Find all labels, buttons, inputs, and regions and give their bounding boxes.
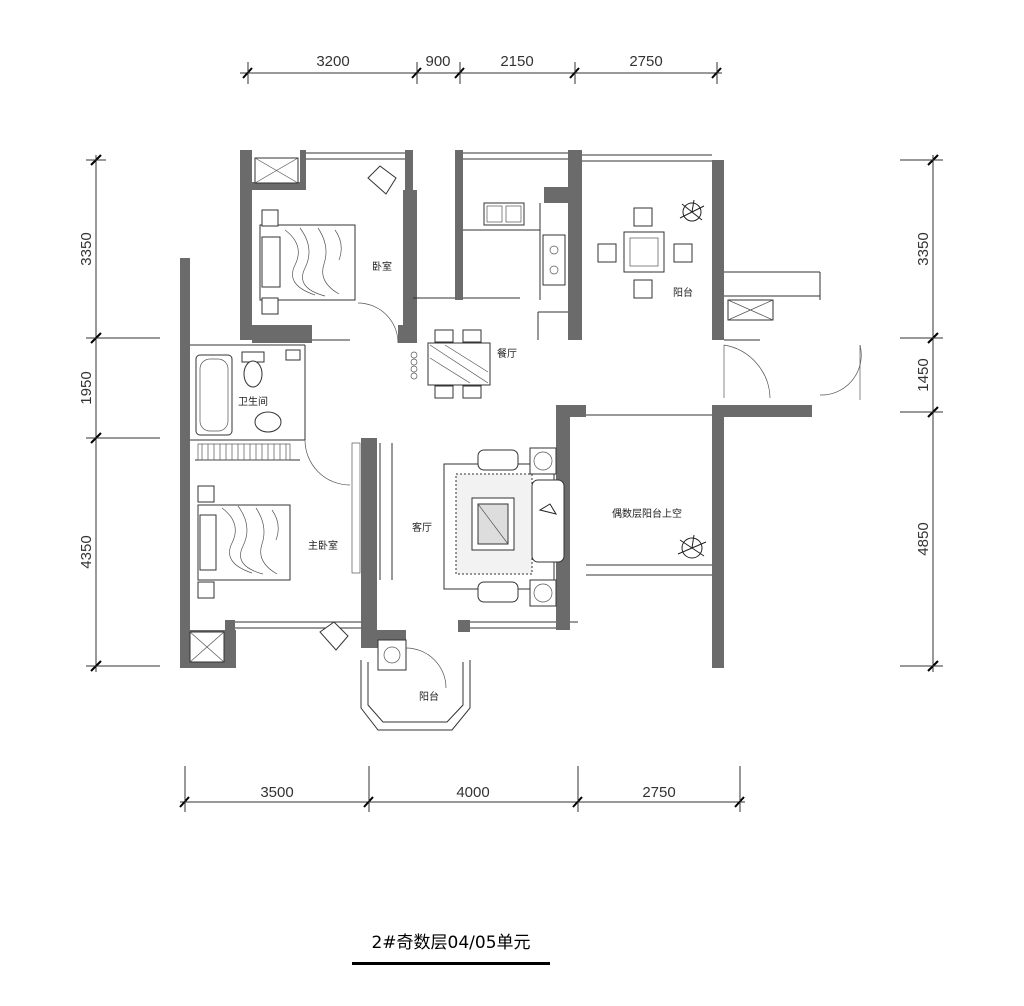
room-label-bathroom: 卫生间 <box>238 395 268 408</box>
caption-underline <box>352 962 550 965</box>
dim-bottom-3: 2750 <box>642 784 675 801</box>
master-bed-icon <box>197 485 291 599</box>
dimension-lines <box>86 62 943 812</box>
dim-bottom-2: 4000 <box>456 784 489 801</box>
dim-top-1: 3200 <box>316 53 349 70</box>
dim-bottom-1: 3500 <box>260 784 293 801</box>
dim-right-2: 1450 <box>915 358 932 391</box>
wardrobe-icon <box>197 443 291 461</box>
balcony-table-icon <box>597 207 693 299</box>
sofa-set-icon <box>443 447 565 607</box>
door-swings <box>304 302 862 689</box>
room-label-balcony-s: 阳台 <box>419 690 439 703</box>
room-label-bedroom: 卧室 <box>372 260 392 273</box>
cushion-icon <box>319 165 397 651</box>
dining-table-icon <box>410 329 491 399</box>
room-label-balcony-void: 偶数层阳台上空 <box>612 507 682 520</box>
washer-icon <box>377 639 407 671</box>
kitchen-fixtures <box>483 202 566 286</box>
room-label-living: 客厅 <box>412 521 432 534</box>
dim-left-3: 4350 <box>78 535 95 568</box>
dim-left-2: 1950 <box>78 371 95 404</box>
dim-right-3: 4850 <box>915 522 932 555</box>
cabinets <box>189 157 774 663</box>
room-label-balcony-ne: 阳台 <box>673 286 693 299</box>
room-label-master-bedroom: 主卧室 <box>308 539 338 552</box>
dim-top-3: 2150 <box>500 53 533 70</box>
dim-left-1: 3350 <box>78 232 95 265</box>
plan-caption: 2#奇数层04/05单元 <box>371 933 531 953</box>
bathroom-fixtures <box>195 349 301 436</box>
dim-right-1: 3350 <box>915 232 932 265</box>
bedroom-bed-icon <box>259 209 356 315</box>
room-labels: 卧室 餐厅 阳台 卫生间 主卧室 客厅 偶数层阳台上空 阳台 <box>238 260 693 703</box>
dimension-labels: 3200 900 2150 2750 3500 4000 2750 3350 1… <box>78 53 932 801</box>
plant-icon <box>538 199 707 559</box>
dim-top-4: 2750 <box>629 53 662 70</box>
dim-top-2: 900 <box>425 53 450 70</box>
room-label-dining: 餐厅 <box>497 347 517 360</box>
